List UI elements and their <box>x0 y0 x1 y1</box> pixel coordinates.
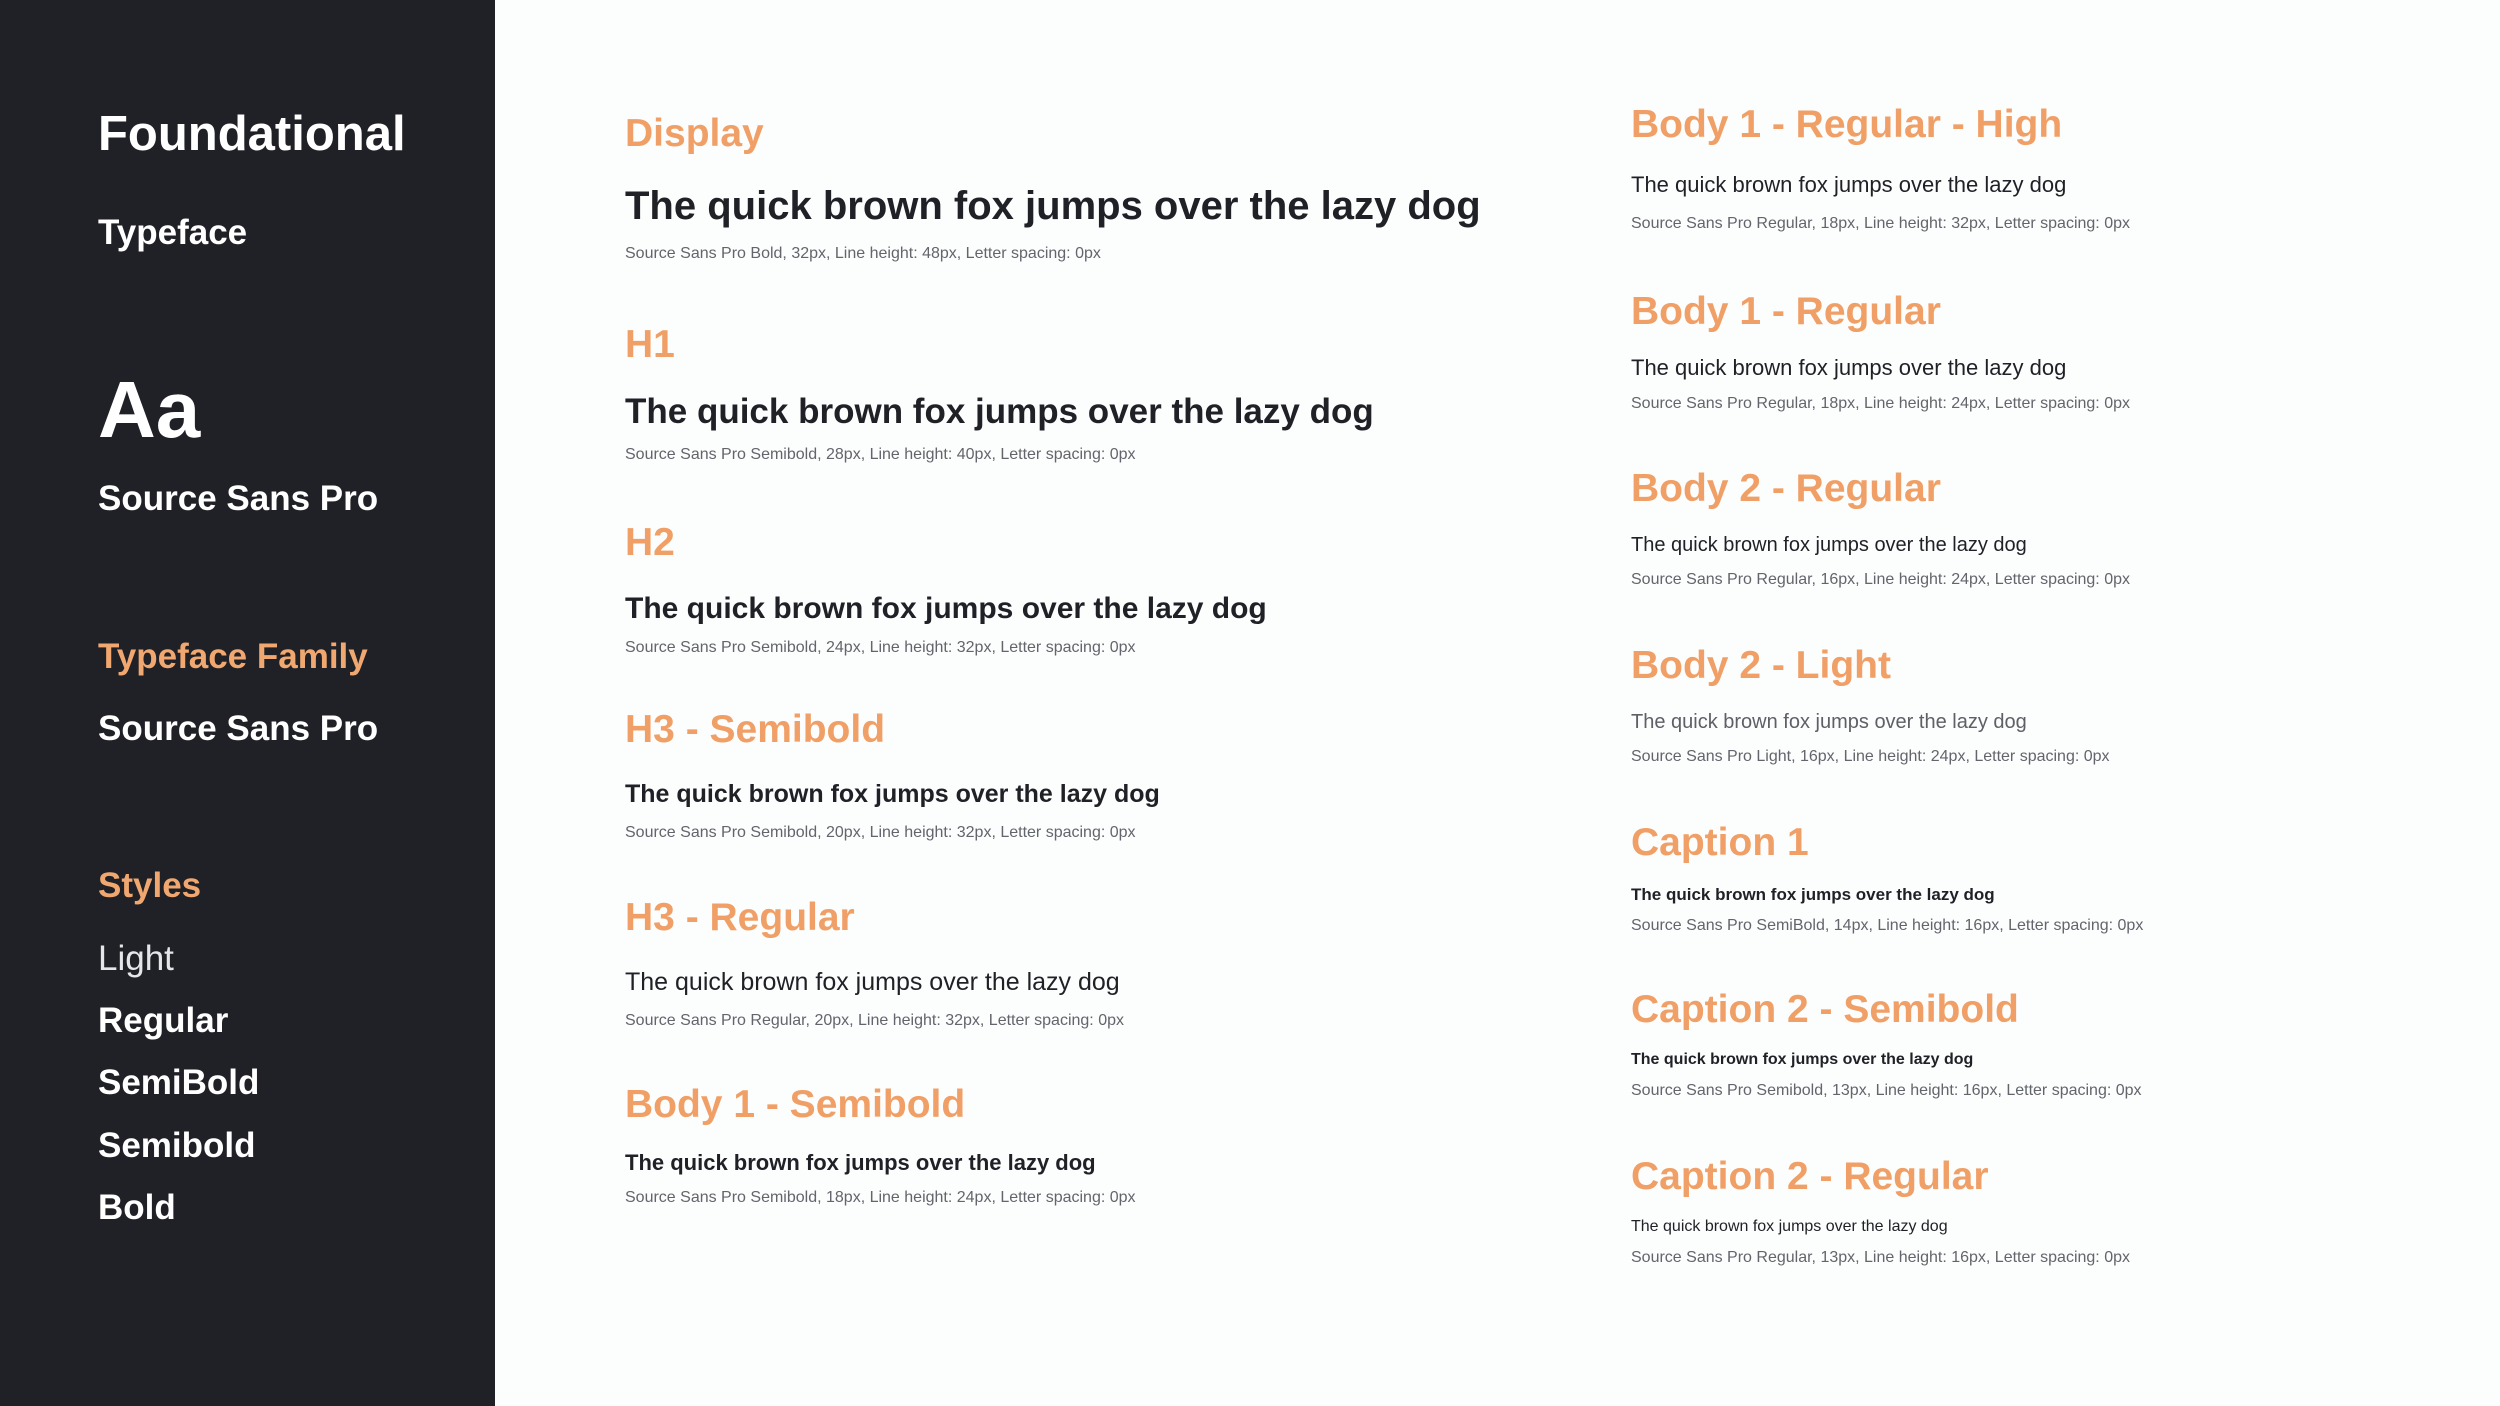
type-spec-body1-regular-high: Body 1 - Regular - High The quick brown … <box>1631 105 2130 232</box>
style-item-regular: Regular <box>98 1001 229 1040</box>
spec-sample: The quick brown fox jumps over the lazy … <box>625 392 1374 431</box>
style-item-semibold-camel: SemiBold <box>98 1063 260 1102</box>
spec-description: Source Sans Pro Semibold, 28px, Line hei… <box>625 446 1136 463</box>
type-spec-caption1: Caption 1 The quick brown fox jumps over… <box>1631 823 2143 934</box>
type-spec-h3-regular: H3 - Regular The quick brown fox jumps o… <box>625 898 1124 1029</box>
spec-description: Source Sans Pro Semibold, 20px, Line hei… <box>625 824 1136 841</box>
typeface-sample-glyphs: Aa <box>98 365 201 454</box>
type-spec-body2-regular: Body 2 - Regular The quick brown fox jum… <box>1631 469 2130 588</box>
spec-name: Caption 2 - Semibold <box>1631 988 2019 1031</box>
spec-sample: The quick brown fox jumps over the lazy … <box>1631 534 2027 556</box>
spec-name: H2 <box>625 521 675 564</box>
spec-description: Source Sans Pro Regular, 20px, Line heig… <box>625 1012 1124 1029</box>
spec-sample: The quick brown fox jumps over the lazy … <box>1631 711 2027 733</box>
spec-name: Body 1 - Semibold <box>625 1083 966 1126</box>
spec-name: Caption 1 <box>1631 821 1809 864</box>
type-spec-caption2-regular: Caption 2 - Regular The quick brown fox … <box>1631 1157 2130 1266</box>
spec-name: H3 - Semibold <box>625 708 886 751</box>
style-item-semibold: Semibold <box>98 1126 256 1165</box>
spec-sample: The quick brown fox jumps over the lazy … <box>1631 1051 1974 1068</box>
spec-name: Display <box>625 112 764 155</box>
sidebar: Foundational Typeface Aa Source Sans Pro… <box>0 0 495 1406</box>
spec-name: Body 2 - Regular <box>1631 467 1941 510</box>
spec-description: Source Sans Pro Regular, 16px, Line heig… <box>1631 571 2130 588</box>
type-spec-h3-semibold: H3 - Semibold The quick brown fox jumps … <box>625 710 1160 841</box>
spec-description: Source Sans Pro Semibold, 18px, Line hei… <box>625 1189 1136 1206</box>
spec-sample: The quick brown fox jumps over the lazy … <box>625 968 1120 996</box>
type-spec-body1-regular: Body 1 - Regular The quick brown fox jum… <box>1631 292 2130 412</box>
spec-description: Source Sans Pro Light, 16px, Line height… <box>1631 748 2110 765</box>
spec-name: H1 <box>625 323 675 366</box>
styles-label: Styles <box>98 866 202 905</box>
spec-description: Source Sans Pro Regular, 18px, Line heig… <box>1631 395 2130 412</box>
spec-sample: The quick brown fox jumps over the lazy … <box>625 592 1267 625</box>
type-spec-h1: H1 The quick brown fox jumps over the la… <box>625 325 1374 463</box>
spec-sample: The quick brown fox jumps over the lazy … <box>1631 355 2067 380</box>
spec-description: Source Sans Pro Semibold, 24px, Line hei… <box>625 639 1136 656</box>
type-spec-h2: H2 The quick brown fox jumps over the la… <box>625 523 1267 656</box>
spec-name: Body 1 - Regular - High <box>1631 103 2063 146</box>
typeface-family-name: Source Sans Pro <box>98 709 379 748</box>
spec-sample: The quick brown fox jumps over the lazy … <box>1631 172 2067 197</box>
typeface-name: Source Sans Pro <box>98 479 379 518</box>
typeface-label: Typeface <box>98 213 248 252</box>
type-spec-caption2-semibold: Caption 2 - Semibold The quick brown fox… <box>1631 990 2142 1099</box>
spec-sample: The quick brown fox jumps over the lazy … <box>625 184 1481 228</box>
sidebar-title: Foundational <box>98 107 406 161</box>
spec-name: H3 - Regular <box>625 896 855 939</box>
style-item-bold: Bold <box>98 1188 176 1227</box>
spec-description: Source Sans Pro Semibold, 13px, Line hei… <box>1631 1082 2142 1099</box>
spec-name: Caption 2 - Regular <box>1631 1155 1989 1198</box>
spec-sample: The quick brown fox jumps over the lazy … <box>625 780 1160 808</box>
spec-sample: The quick brown fox jumps over the lazy … <box>1631 1218 1948 1235</box>
spec-description: Source Sans Pro Regular, 13px, Line heig… <box>1631 1249 2130 1266</box>
spec-sample: The quick brown fox jumps over the lazy … <box>1631 885 1995 904</box>
type-spec-display: Display The quick brown fox jumps over t… <box>625 114 1481 262</box>
spec-description: Source Sans Pro Regular, 18px, Line heig… <box>1631 215 2130 232</box>
style-item-light: Light <box>98 939 174 978</box>
type-spec-body2-light: Body 2 - Light The quick brown fox jumps… <box>1631 646 2110 765</box>
type-spec-body1-semibold: Body 1 - Semibold The quick brown fox ju… <box>625 1085 1136 1206</box>
spec-name: Body 1 - Regular <box>1631 290 1941 333</box>
spec-name: Body 2 - Light <box>1631 644 1891 687</box>
spec-description: Source Sans Pro Bold, 32px, Line height:… <box>625 245 1101 262</box>
spec-sample: The quick brown fox jumps over the lazy … <box>625 1150 1096 1175</box>
spec-description: Source Sans Pro SemiBold, 14px, Line hei… <box>1631 917 2144 934</box>
typeface-family-label: Typeface Family <box>98 637 368 676</box>
